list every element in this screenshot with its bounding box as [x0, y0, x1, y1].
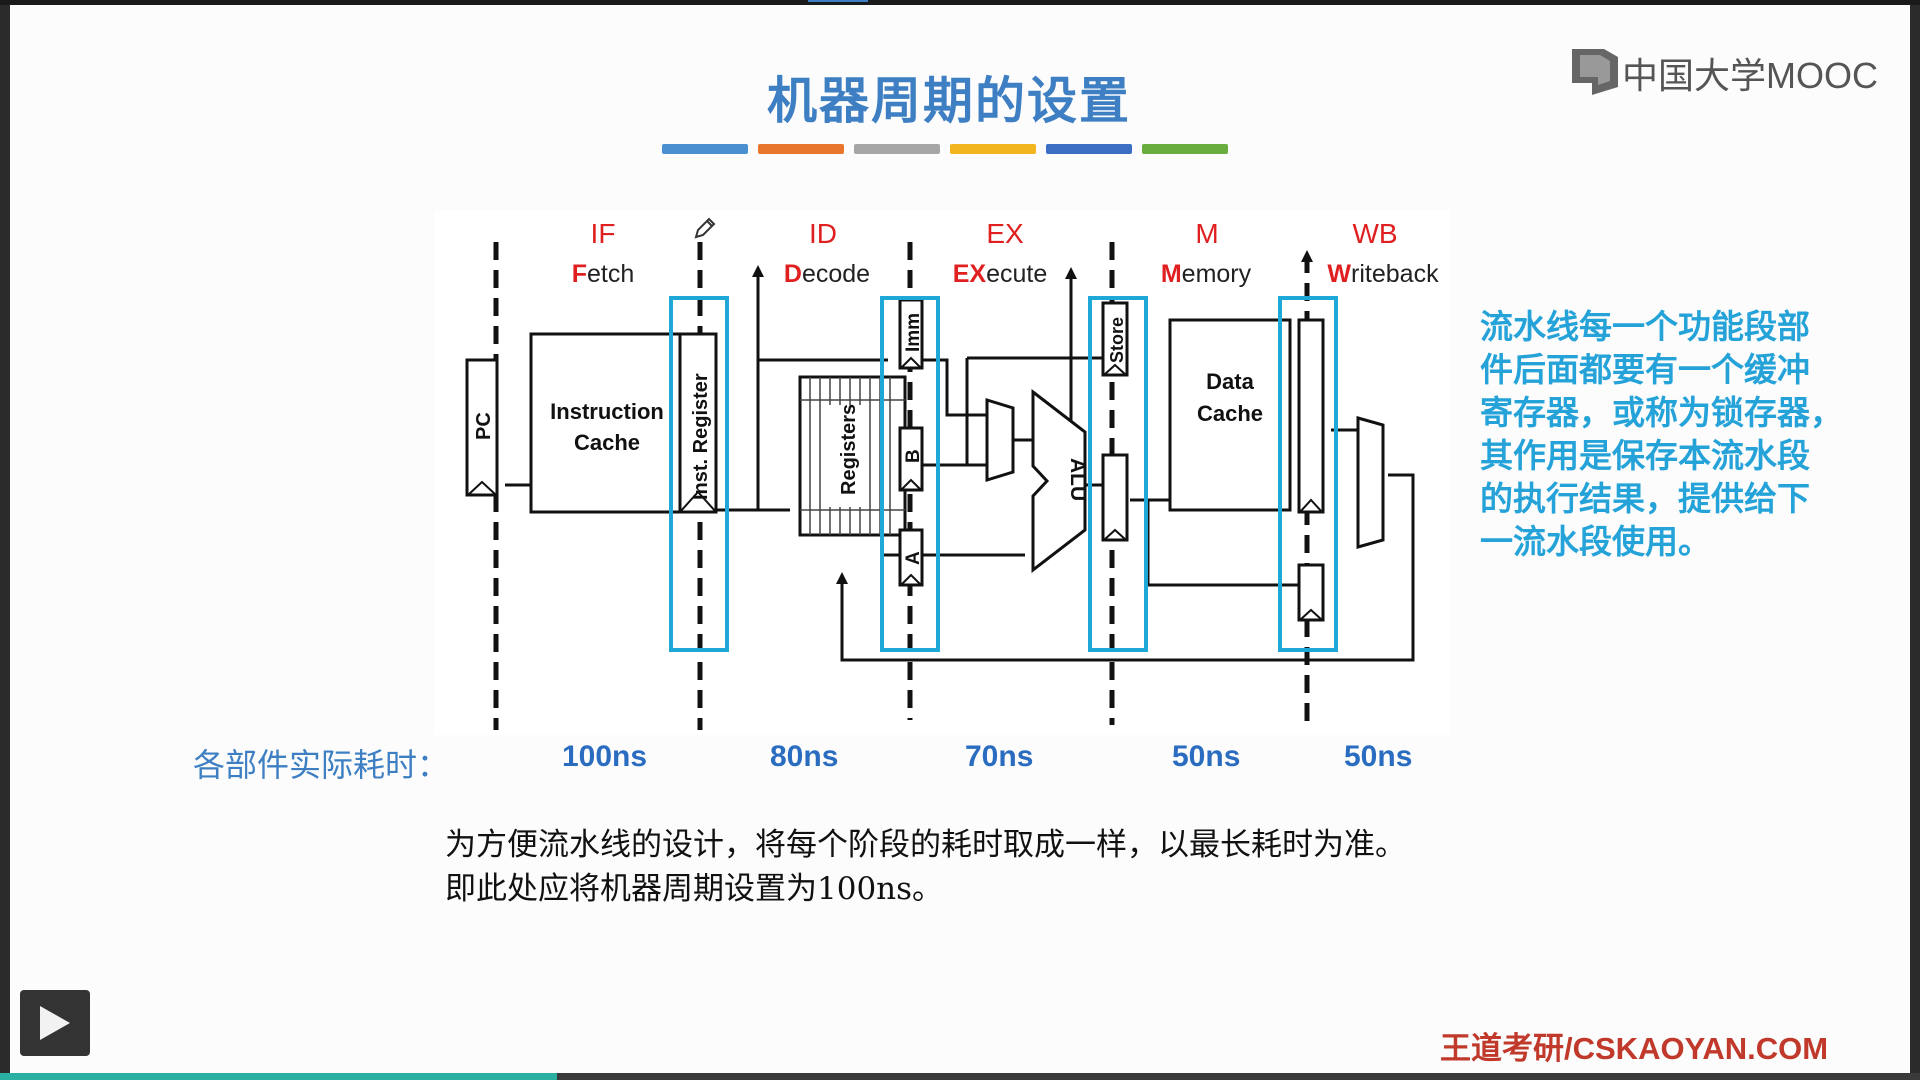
side-note-line: 的执行结果，提供给下: [1480, 479, 1810, 518]
pc-label: PC: [473, 412, 495, 440]
stage-rest: ecute: [986, 260, 1047, 288]
timing-ex: 70ns: [965, 740, 1034, 773]
slide-title: 机器周期的设置: [767, 72, 1131, 130]
title-bar-segment-5: [1046, 144, 1132, 154]
buffer-highlight-m: [1278, 296, 1338, 652]
slide: 机器周期的设置 中国大学MOOC IF Fetch ID Decode EX E…: [10, 5, 1910, 1073]
wb-alu-latch: [1297, 563, 1325, 622]
wire-arrowheads: [752, 250, 1313, 584]
wb-memory-latch: [1297, 318, 1325, 514]
register-file: Registers: [798, 375, 907, 537]
instruction-cache: [529, 332, 683, 514]
side-note-line: 件后面都要有一个缓冲: [1480, 350, 1810, 389]
video-progress-bar[interactable]: [0, 1073, 1920, 1080]
side-note-line: 流水线每一个功能段部: [1480, 307, 1810, 346]
side-note: 流水线每一个功能段部 件后面都要有一个缓冲 寄存器，或称为锁存器， 其作用是保存…: [1480, 305, 1880, 563]
store-latch: Store: [1101, 301, 1129, 377]
timing-label: 各部件实际耗时：: [193, 746, 450, 784]
side-note-line: 其作用是保存本流水段: [1480, 436, 1810, 475]
inst-register-label: Inst. Register: [690, 373, 712, 500]
alu-input-mux: [985, 397, 1015, 483]
store-label: Store: [1107, 317, 1127, 363]
stage-name: Memory: [1161, 260, 1252, 288]
title-bar-segment-1: [662, 144, 748, 154]
stage-code: M: [1195, 218, 1218, 249]
icache-label-1: Instruction: [550, 399, 664, 424]
a-latch: A: [898, 528, 924, 587]
b-latch: B: [898, 426, 924, 492]
buffer-highlight-if: [669, 296, 729, 652]
data-cache: [1168, 318, 1292, 512]
inst-register: [678, 332, 718, 514]
stage-code: IF: [591, 218, 616, 249]
a-label: A: [903, 551, 924, 565]
stage-rest: ecode: [802, 260, 870, 288]
stage-initial: M: [1161, 260, 1182, 288]
video-progress-fill: [0, 1073, 557, 1080]
dcache-label-2: Cache: [1197, 401, 1263, 426]
title-bar-segment-4: [950, 144, 1036, 154]
buffer-highlight-ex: [1088, 296, 1148, 652]
body-line: 即此处应将机器周期设置为100ns。: [445, 871, 944, 907]
play-button[interactable]: [20, 990, 90, 1056]
alu-label: ALU: [1066, 458, 1089, 501]
play-icon: [40, 1006, 70, 1040]
stage-name: Writeback: [1327, 260, 1439, 288]
imm-latch: Imm: [898, 298, 924, 370]
footer-brand: 王道考研/CSKAOYAN.COM: [1440, 1031, 1829, 1066]
title-color-bar: [662, 144, 1228, 154]
stage-if: IF Fetch: [572, 218, 635, 288]
title-bar-segment-3: [854, 144, 940, 154]
stage-name: EXecute: [953, 260, 1048, 288]
top-accent-line: [808, 0, 868, 2]
body-line: 为方便流水线的设计，将每个阶段的耗时取成一样，以最长耗时为准。: [445, 827, 1406, 863]
title-bar-segment-6: [1142, 144, 1228, 154]
wb-mux: [1356, 416, 1385, 549]
alu: ALU: [1031, 388, 1089, 574]
pipeline-diagram: IF Fetch ID Decode EX EXecute M Memory W…: [435, 210, 1450, 735]
pencil-icon: [694, 217, 716, 239]
title-bar-segment-2: [758, 144, 844, 154]
icache-label-2: Cache: [574, 430, 640, 455]
side-note-line: 寄存器，或称为锁存器，: [1480, 393, 1843, 432]
registers-label: Registers: [838, 404, 860, 495]
stage-rest: etch: [587, 260, 634, 288]
stage-initial: D: [784, 260, 802, 288]
body-text: 为方便流水线的设计，将每个阶段的耗时取成一样，以最长耗时为准。 即此处应将机器周…: [445, 823, 1406, 911]
mooc-logo-text: 中国大学MOOC: [1622, 55, 1878, 96]
timing-id: 80ns: [770, 740, 839, 773]
window-top-bar: [0, 0, 1920, 5]
stage-name: Decode: [784, 260, 870, 288]
imm-label: Imm: [903, 313, 924, 352]
stage-code: EX: [986, 218, 1024, 249]
mooc-logo-icon: [1572, 49, 1618, 95]
stage-rest: emory: [1182, 260, 1252, 288]
stage-initial: EX: [953, 260, 987, 288]
timing-m: 50ns: [1172, 740, 1241, 773]
stage-m: M Memory: [1161, 218, 1252, 288]
stage-name: Fetch: [572, 260, 635, 288]
b-label: B: [903, 449, 924, 463]
stage-rest: riteback: [1351, 260, 1439, 288]
stage-initial: W: [1327, 260, 1351, 288]
timing-if: 100ns: [562, 740, 648, 773]
buffer-highlights: [669, 296, 1338, 652]
buffer-highlight-id: [880, 296, 940, 652]
stage-code: ID: [809, 218, 837, 249]
stage-id: ID Decode: [784, 218, 870, 288]
stage-initial: F: [572, 260, 587, 288]
stage-ex: EX EXecute: [953, 218, 1048, 288]
side-note-line: 一流水段使用。: [1480, 522, 1711, 561]
stage-wb: WB Writeback: [1327, 218, 1439, 288]
timing-wb: 50ns: [1344, 740, 1413, 773]
alu-output-latch: [1101, 453, 1129, 542]
stage-code: WB: [1352, 218, 1397, 249]
pc-register: [465, 358, 499, 497]
dcache-label-1: Data: [1206, 369, 1254, 394]
